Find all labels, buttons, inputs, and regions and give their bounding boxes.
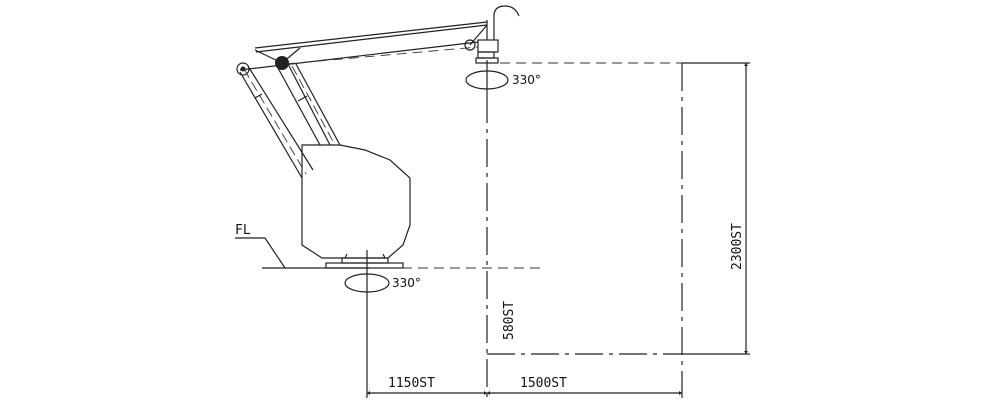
lower-offset-label: 580ST xyxy=(502,301,517,340)
lower-arm xyxy=(239,63,341,179)
work-envelope xyxy=(486,62,750,398)
wrist-rotation: 330° xyxy=(465,60,682,95)
vertical-stroke-label: 2300ST xyxy=(730,223,745,270)
wrist-assembly xyxy=(475,5,520,64)
floor-level-label: FL xyxy=(235,223,251,238)
robot-body xyxy=(301,144,411,259)
robot-base xyxy=(325,253,404,269)
dimension-vertical-stroke: 2300ST xyxy=(730,63,748,354)
base-rotation: 330° xyxy=(344,250,421,398)
dimension-horizontal: 1150ST 1500ST xyxy=(367,376,682,395)
wrist-rotation-label: 330° xyxy=(512,73,541,87)
horizontal-far-label: 1500ST xyxy=(520,376,567,391)
horizontal-near-label: 1150ST xyxy=(388,376,435,391)
upper-arm xyxy=(236,21,488,76)
floor-level-leader: FL xyxy=(235,223,286,269)
base-rotation-label: 330° xyxy=(392,276,421,290)
gripper-hook-icon xyxy=(493,5,520,40)
